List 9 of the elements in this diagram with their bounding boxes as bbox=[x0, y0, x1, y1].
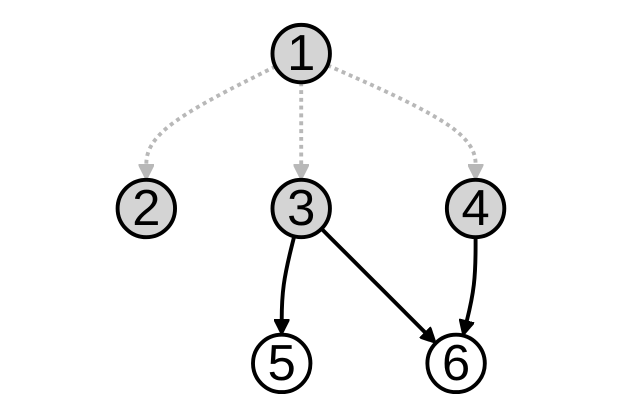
arrow bbox=[458, 237, 478, 336]
node-circle: 5 bbox=[250, 332, 312, 394]
node-circle: 6 bbox=[424, 332, 486, 394]
node-circle: 1 bbox=[270, 22, 332, 84]
node-circle: 4 bbox=[444, 178, 506, 240]
node-circle: 2 bbox=[115, 178, 177, 240]
node-circle: 3 bbox=[270, 178, 332, 240]
arrow bbox=[272, 236, 296, 336]
arrow bbox=[320, 227, 436, 344]
